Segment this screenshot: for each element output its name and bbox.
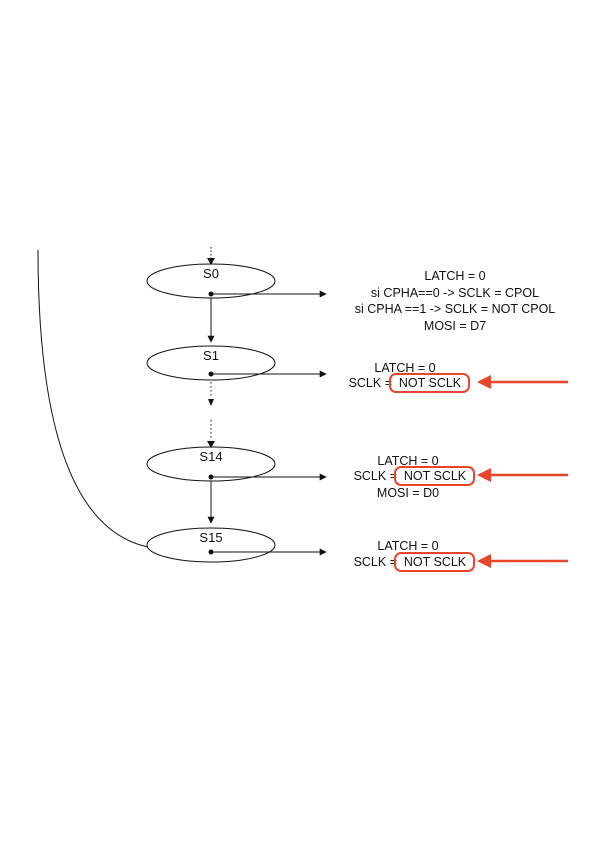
state-s15-highlight-box <box>394 552 475 572</box>
state-s14-label: S14 <box>199 449 222 464</box>
incoming-arrow-head <box>207 258 215 265</box>
loop-back-curve <box>37 249 149 548</box>
state-s14-highlight-text: NOT SCLK <box>404 469 467 483</box>
state-s0-action-1: LATCH = 0 <box>424 269 485 283</box>
state-s15-highlight-text: NOT SCLK <box>404 555 467 569</box>
state-s0-label: S0 <box>203 266 219 281</box>
state-s15-sclk-prefix: SCLK = <box>354 555 397 569</box>
state-s1-action-1: LATCH = 0 <box>374 361 435 375</box>
state-s0: S0 LATCH = 0 si CPHA==0 -> SCLK = CPOL s… <box>146 263 556 333</box>
state-s1-highlight-box <box>389 373 470 393</box>
state-s14-action-2: MOSI = D0 <box>377 486 439 500</box>
state-s14-sclk-prefix: SCLK = <box>354 469 397 483</box>
state-s1-highlight-text: NOT SCLK <box>399 376 462 390</box>
state-s1: S1 LATCH = 0 SCLK = NOT SCLK <box>146 345 568 393</box>
state-s1-label: S1 <box>203 348 219 363</box>
state-s15-highlight-arrow-head <box>477 554 491 568</box>
state-s14-highlight-arrow-head <box>477 468 491 482</box>
state-s15-label: S15 <box>199 530 222 545</box>
state-s15-ellipse <box>146 527 276 563</box>
state-s14-highlight-box <box>394 466 475 486</box>
state-s0-action-3: si CPHA ==1 -> SCLK = NOT CPOL <box>355 302 556 316</box>
state-s0-action-2: si CPHA==0 -> SCLK = CPOL <box>371 286 539 300</box>
state-s15-action-1: LATCH = 0 <box>377 539 438 553</box>
state-s0-action-4: MOSI = D7 <box>424 319 486 333</box>
transition-s1-dotted-head <box>208 399 214 406</box>
state-s1-highlight-arrow-head <box>477 375 491 389</box>
state-s14-action-1: LATCH = 0 <box>377 454 438 468</box>
state-s1-ellipse <box>146 345 276 381</box>
transition-dotted-to-s14-head <box>207 441 215 448</box>
state-s15: S15 LATCH = 0 SCLK = NOT SCLK <box>146 527 568 572</box>
state-s14: S14 LATCH = 0 SCLK = NOT SCLK MOSI = D0 <box>146 446 568 500</box>
state-s1-sclk-prefix: SCLK = <box>349 376 392 390</box>
